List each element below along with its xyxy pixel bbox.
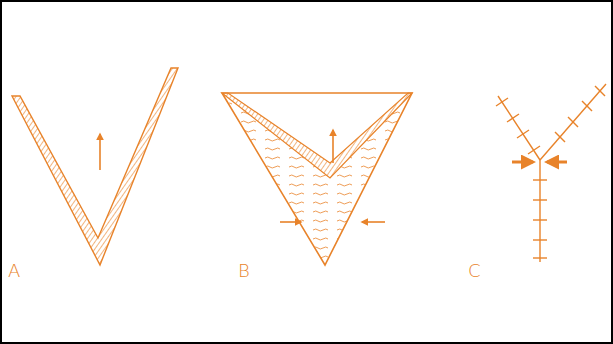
figure-b: [222, 93, 412, 265]
figure-a: [12, 68, 178, 265]
figure-letter: A: [8, 262, 20, 280]
figure-c: [496, 84, 606, 262]
figure-letter: C: [468, 262, 481, 280]
figure-letter: B: [238, 262, 250, 280]
